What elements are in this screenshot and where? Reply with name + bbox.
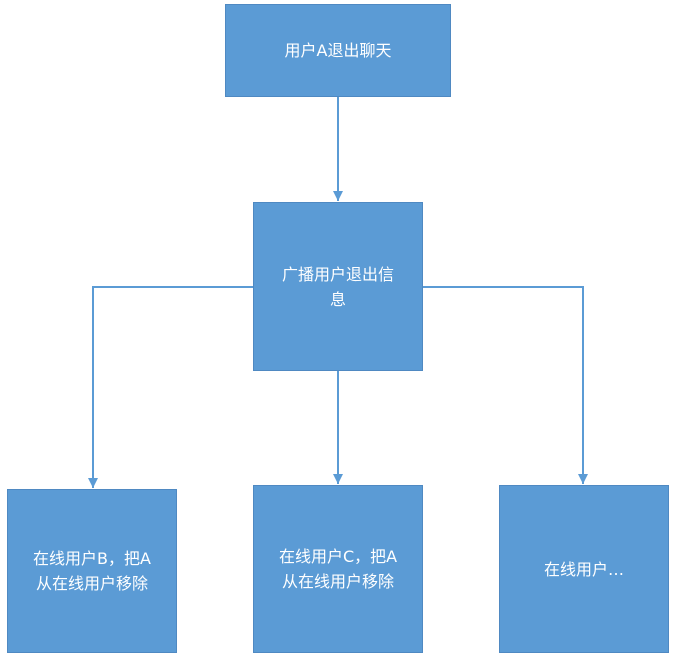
node-user-c: 在线用户C，把A 从在线用户移除: [253, 485, 423, 653]
node-user-etc: 在线用户…: [499, 485, 669, 653]
node-user-etc-label: 在线用户…: [543, 559, 624, 579]
node-user-b: 在线用户B，把A 从在线用户移除: [7, 489, 177, 653]
arrow-broadcast-to-user-etc: [423, 286, 588, 484]
node-broadcast: 广播用户退出信 息: [253, 202, 423, 371]
node-user-c-label: 在线用户C，把A 从在线用户移除: [278, 547, 398, 591]
node-user-quit: 用户A退出聊天: [225, 4, 451, 97]
arrow-broadcast-to-user-b: [88, 286, 253, 488]
node-broadcast-label: 广播用户退出信 息: [281, 264, 394, 309]
node-user-b-label: 在线用户B，把A 从在线用户移除: [33, 549, 151, 593]
node-user-quit-label: 用户A退出聊天: [284, 41, 392, 60]
